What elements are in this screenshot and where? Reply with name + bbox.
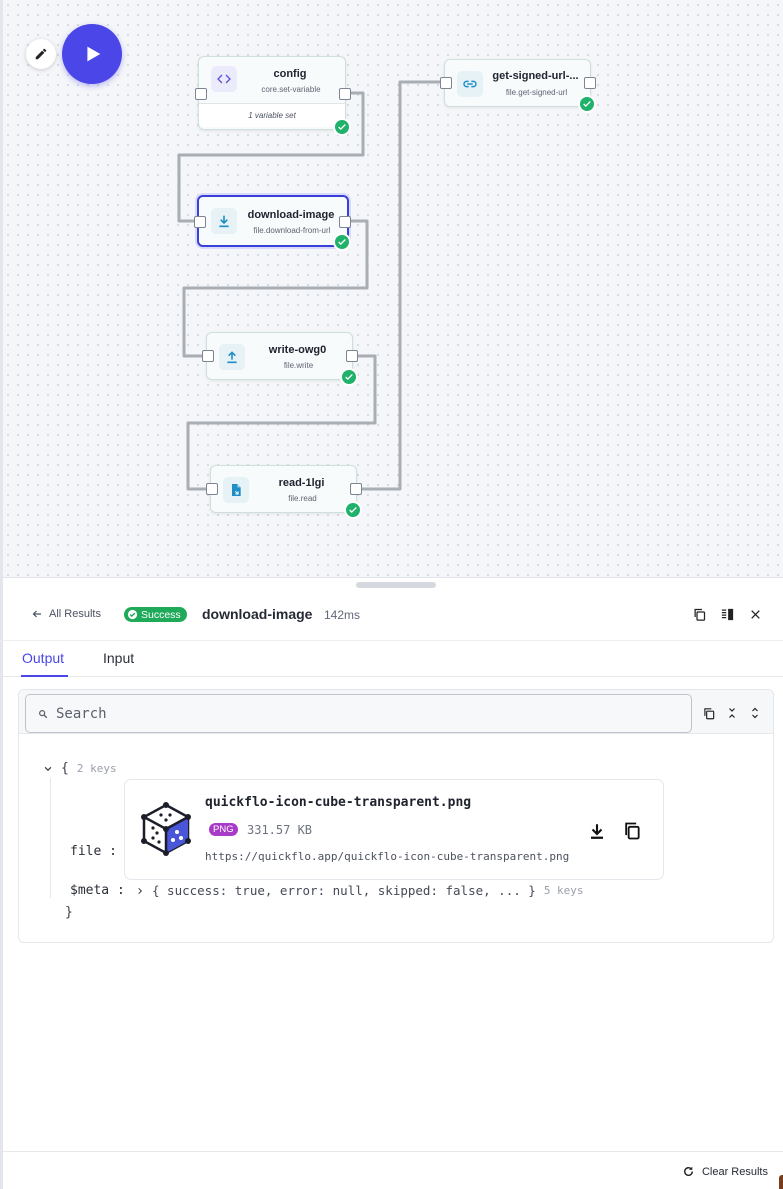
- keys-count: 2 keys: [76, 762, 117, 775]
- node-title: config: [273, 68, 307, 80]
- output-viewer: Search { 2 keys: [18, 689, 774, 943]
- search-placeholder: Search: [56, 705, 107, 722]
- input-port[interactable]: [440, 77, 452, 89]
- file-url[interactable]: https://quickflo.app/quickflo-icon-cube-…: [205, 850, 570, 863]
- check-circle-icon: [127, 609, 138, 620]
- run-workflow-button[interactable]: [62, 24, 122, 84]
- expand-all-icon[interactable]: [748, 705, 762, 721]
- tab-input[interactable]: Input: [103, 650, 135, 666]
- node-title: get-signed-url-...: [492, 70, 579, 82]
- json-root[interactable]: { 2 keys: [43, 761, 117, 776]
- all-results-link[interactable]: All Results: [31, 608, 101, 620]
- all-results-label: All Results: [49, 608, 101, 620]
- output-port[interactable]: [350, 483, 362, 495]
- success-check-icon: [344, 501, 362, 519]
- success-check-icon: [333, 233, 351, 251]
- tree-guide-line: [50, 778, 51, 898]
- node-download-image[interactable]: download-image file.download-from-url: [194, 195, 351, 251]
- active-tab-indicator: [21, 675, 68, 677]
- output-port[interactable]: [584, 77, 596, 89]
- connection-wires: [177, 80, 444, 491]
- pencil-icon: [35, 48, 47, 60]
- success-check-icon: [340, 368, 358, 386]
- node-read-1lgi[interactable]: read-1lgi file.read: [206, 465, 362, 519]
- search-icon: [39, 709, 48, 718]
- refresh-icon: [684, 1166, 693, 1176]
- input-port[interactable]: [202, 350, 214, 362]
- result-duration: 142ms: [324, 608, 361, 622]
- cube-icon: [141, 802, 191, 856]
- arrow-left-icon: [32, 610, 41, 618]
- success-check-icon: [333, 118, 351, 136]
- status-badge: Success: [124, 607, 187, 622]
- file-name: quickflo-icon-cube-transparent.png: [205, 795, 472, 810]
- node-config[interactable]: config core.set-variable 1 variable set: [195, 56, 351, 136]
- input-port[interactable]: [206, 483, 218, 495]
- close-brace: }: [65, 905, 73, 920]
- copy-icon[interactable]: [691, 606, 707, 622]
- node-footer: 1 variable set: [199, 103, 345, 127]
- node-title: write-owg0: [268, 344, 327, 356]
- json-key-file: file :: [70, 844, 117, 859]
- tab-output[interactable]: Output: [22, 650, 65, 666]
- meta-preview: { success: true, error: null, skipped: f…: [152, 883, 536, 898]
- input-port[interactable]: [195, 88, 207, 100]
- copy-icon[interactable]: [622, 820, 642, 842]
- result-tabs: Output Input: [3, 640, 783, 677]
- node-get-signed-url[interactable]: get-signed-url-... file.get-signed-url: [440, 59, 596, 113]
- file-thumbnail: [137, 800, 195, 858]
- open-brace: {: [61, 761, 69, 776]
- clear-results-button[interactable]: Clear Results: [682, 1165, 768, 1178]
- results-panel: All Results Success download-image 142ms: [0, 577, 783, 1189]
- node-title: download-image: [247, 209, 335, 221]
- search-toolbar: Search: [19, 690, 773, 734]
- code-icon: [211, 66, 237, 92]
- chevron-down-icon[interactable]: [43, 764, 53, 774]
- window-corner: [779, 1175, 783, 1189]
- meta-keys-count: 5 keys: [543, 884, 584, 897]
- file-size: 331.57 KB: [247, 823, 313, 837]
- search-input[interactable]: Search: [25, 694, 692, 733]
- output-port[interactable]: [339, 88, 351, 100]
- wire-read-signed: [362, 80, 444, 491]
- file-read-icon: [223, 477, 249, 503]
- node-subtitle: file.get-signed-url: [505, 88, 568, 97]
- download-icon[interactable]: [587, 820, 607, 842]
- file-preview-card: quickflo-icon-cube-transparent.png PNG 3…: [124, 779, 664, 880]
- copy-icon[interactable]: [702, 705, 716, 721]
- output-port[interactable]: [346, 350, 358, 362]
- chevron-right-icon[interactable]: [136, 886, 144, 896]
- success-check-icon: [578, 95, 596, 113]
- output-port[interactable]: [339, 216, 351, 228]
- play-icon: [87, 46, 101, 62]
- node-subtitle: core.set-variable: [261, 85, 321, 94]
- close-icon[interactable]: [747, 606, 763, 622]
- node-write-owg0[interactable]: write-owg0 file.write: [202, 332, 358, 386]
- wire-download-write: [182, 219, 369, 358]
- node-subtitle: file.read: [288, 494, 317, 503]
- clear-results-label: Clear Results: [701, 1165, 768, 1178]
- split-view-icon[interactable]: [719, 606, 735, 622]
- download-icon: [211, 208, 237, 234]
- wire-write-read: [186, 354, 377, 491]
- collapse-all-icon[interactable]: [725, 705, 739, 721]
- link-icon: [457, 71, 483, 97]
- wire-config-download: [177, 91, 365, 223]
- json-key-meta: $meta :: [70, 883, 125, 898]
- workflow-canvas[interactable]: config core.set-variable 1 variable set …: [0, 0, 783, 580]
- panel-resize-handle[interactable]: [356, 582, 436, 588]
- panel-header: All Results Success download-image 142ms: [3, 600, 783, 640]
- upload-icon: [219, 344, 245, 370]
- node-title: read-1lgi: [278, 477, 325, 489]
- meta-collapsed-value[interactable]: { success: true, error: null, skipped: f…: [136, 883, 584, 898]
- status-label: Success: [141, 608, 181, 621]
- edit-button[interactable]: [26, 39, 56, 69]
- input-port[interactable]: [194, 216, 206, 228]
- result-node-name: download-image: [202, 606, 313, 622]
- node-subtitle: file.write: [283, 361, 314, 370]
- node-subtitle: file.download-from-url: [253, 226, 331, 235]
- panel-footer: Clear Results: [3, 1151, 783, 1189]
- file-type-badge: PNG: [209, 823, 238, 836]
